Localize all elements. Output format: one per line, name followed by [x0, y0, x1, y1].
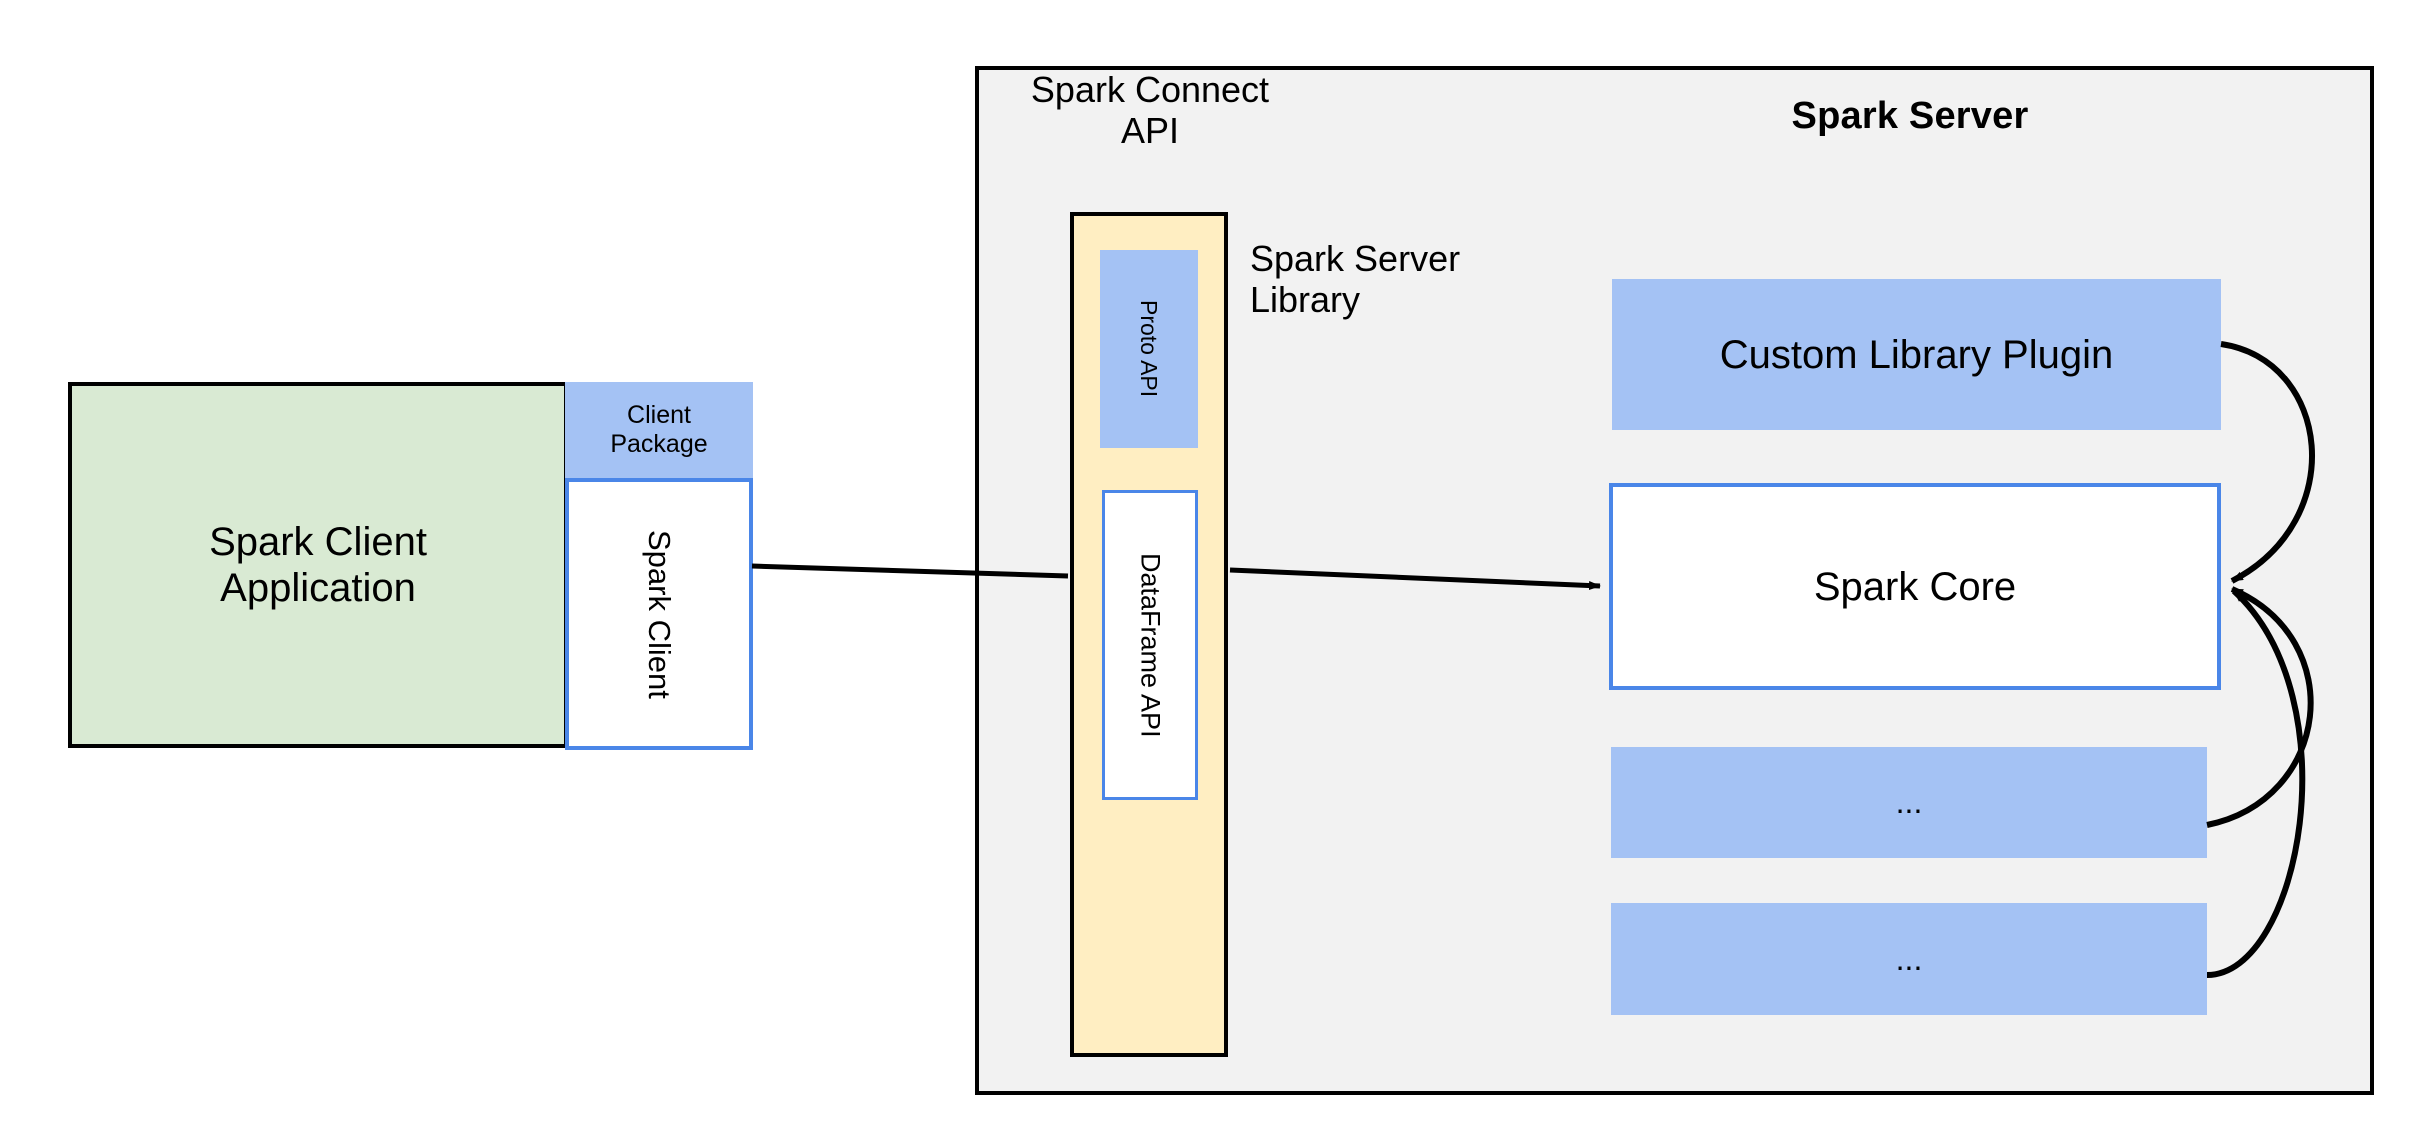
spark-server-title: Spark Server	[1791, 95, 2029, 138]
spark-client-label: Spark Client	[641, 529, 677, 699]
spark-client-application-label-line1: Spark Client	[209, 520, 427, 564]
spark-server-library-label-line2: Library	[1250, 279, 1361, 321]
spark-client-application-box: Spark Client Application	[68, 382, 568, 748]
spark-server-library-label-line1: Spark Server	[1250, 238, 1461, 279]
spark-connect-api-label-line1: Spark Connect	[1030, 68, 1270, 110]
spark-connect-api-label-line2: API	[1120, 110, 1180, 151]
client-package-label-line2: Package	[610, 430, 708, 458]
client-package-box: Client Package	[565, 382, 753, 478]
spark-core-box: Spark Core	[1609, 483, 2221, 690]
spark-client-application-label-line2: Application	[220, 566, 416, 610]
dataframe-api-label: DataFrame API	[1135, 552, 1166, 738]
spark-client-box: Spark Client	[565, 478, 753, 750]
ellipsis-box-two: ...	[1611, 903, 2207, 1015]
custom-library-plugin-box: Custom Library Plugin	[1612, 279, 2221, 430]
spark-server-library-label: Spark Server Library	[1250, 238, 1580, 338]
ellipsis-box-one: ...	[1611, 747, 2207, 858]
client-package-label-line1: Client	[627, 401, 691, 430]
dataframe-api-box: DataFrame API	[1102, 490, 1198, 800]
spark-connect-api-label: Spark Connect API	[1000, 62, 1300, 158]
proto-api-label: Proto API	[1136, 300, 1163, 398]
proto-api-box: Proto API	[1100, 250, 1198, 448]
